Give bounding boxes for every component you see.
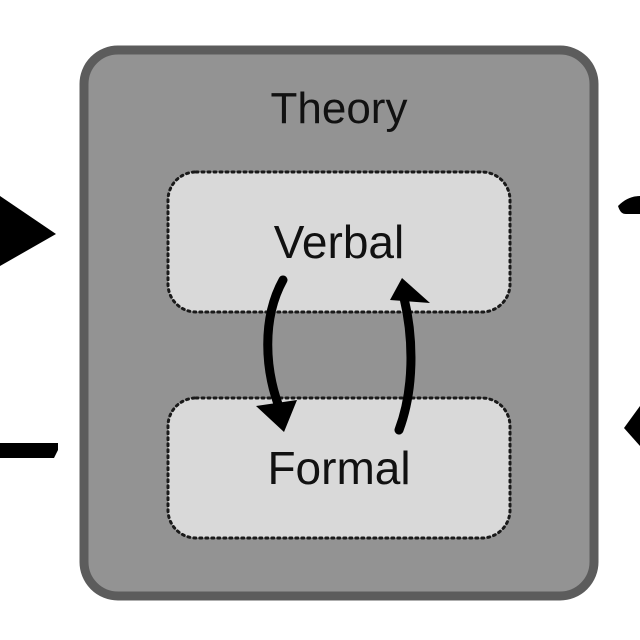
verbal-label: Verbal xyxy=(274,216,404,268)
arrow-verbal-to-formal xyxy=(263,275,288,417)
arrow-formal-to-verbal xyxy=(394,293,416,435)
formal-box: Formal xyxy=(166,396,512,540)
formal-label: Formal xyxy=(267,442,410,494)
arrowhead-up xyxy=(390,278,430,303)
arrowhead-down xyxy=(256,400,297,432)
external-arrow-tail-right-upper xyxy=(618,196,640,214)
verbal-box: Verbal xyxy=(166,170,512,314)
external-arrowhead-right-lower xyxy=(624,406,640,446)
external-arrow-line-left-lower xyxy=(0,443,58,458)
theory-title: Theory xyxy=(271,84,408,133)
external-arrowhead-left-upper xyxy=(0,196,56,266)
